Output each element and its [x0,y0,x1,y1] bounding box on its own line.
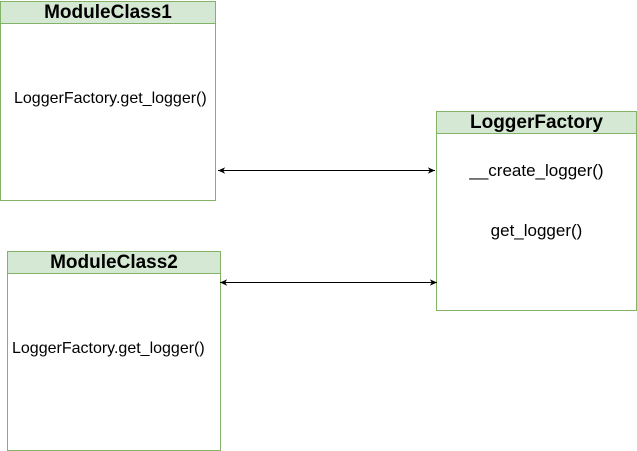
module-class-1-box[interactable]: ModuleClass1 LoggerFactory.get_logger() [0,1,216,201]
logger-factory-title: LoggerFactory [437,112,636,134]
module-class-1-call-text: LoggerFactory.get_logger() [14,90,207,107]
module-class-2-box[interactable]: ModuleClass2 LoggerFactory.get_logger() [7,251,221,451]
logger-factory-method-get-logger: get_logger() [490,221,583,240]
module-class-1-title: ModuleClass1 [1,2,215,24]
module-class-2-title: ModuleClass2 [8,252,220,274]
logger-factory-method-create-logger: __create_logger() [469,161,604,180]
module-class-2-call-text: LoggerFactory.get_logger() [12,340,205,357]
